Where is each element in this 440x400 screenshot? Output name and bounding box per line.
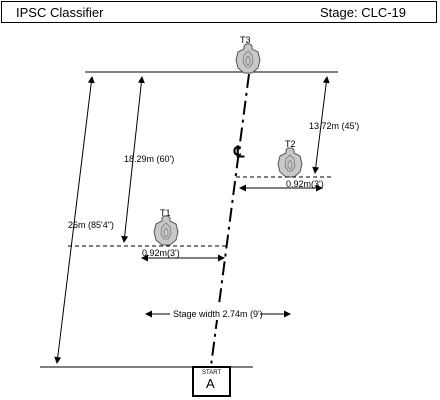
target-t3: T3 xyxy=(235,35,261,74)
header-bar: IPSC Classifier Stage: CLC-19 xyxy=(1,1,437,23)
target-t1: T1 xyxy=(153,208,179,246)
t2-depth-dimension xyxy=(312,76,330,174)
centerline xyxy=(210,73,250,367)
target-t1-label: T1 xyxy=(160,208,171,218)
t1-offset-label: 0.92m(3') xyxy=(142,248,180,258)
start-caption: START xyxy=(202,370,221,376)
t1-depth-dimension xyxy=(121,76,145,243)
total-depth-dimension xyxy=(54,76,95,364)
stage-width-label: Stage width 2.74m (9') xyxy=(173,309,263,319)
classifier-title: IPSC Classifier xyxy=(16,5,104,20)
target-t3-label: T3 xyxy=(240,35,251,45)
target-t2-label: T2 xyxy=(285,139,296,149)
total-depth-label: 26m (85'4") xyxy=(68,220,114,230)
target-t2: T2 xyxy=(277,139,303,178)
t2-offset-label: 0.92m(3') xyxy=(286,179,324,189)
stage-id: Stage: CLC-19 xyxy=(320,5,406,20)
t1-depth-label: 18.29m (60') xyxy=(124,154,174,164)
t2-depth-label: 13.72m (45') xyxy=(309,121,359,131)
start-box-letter: A xyxy=(206,376,215,391)
centerline-symbol: ℄ xyxy=(233,144,245,161)
start-box: START A xyxy=(192,366,231,397)
